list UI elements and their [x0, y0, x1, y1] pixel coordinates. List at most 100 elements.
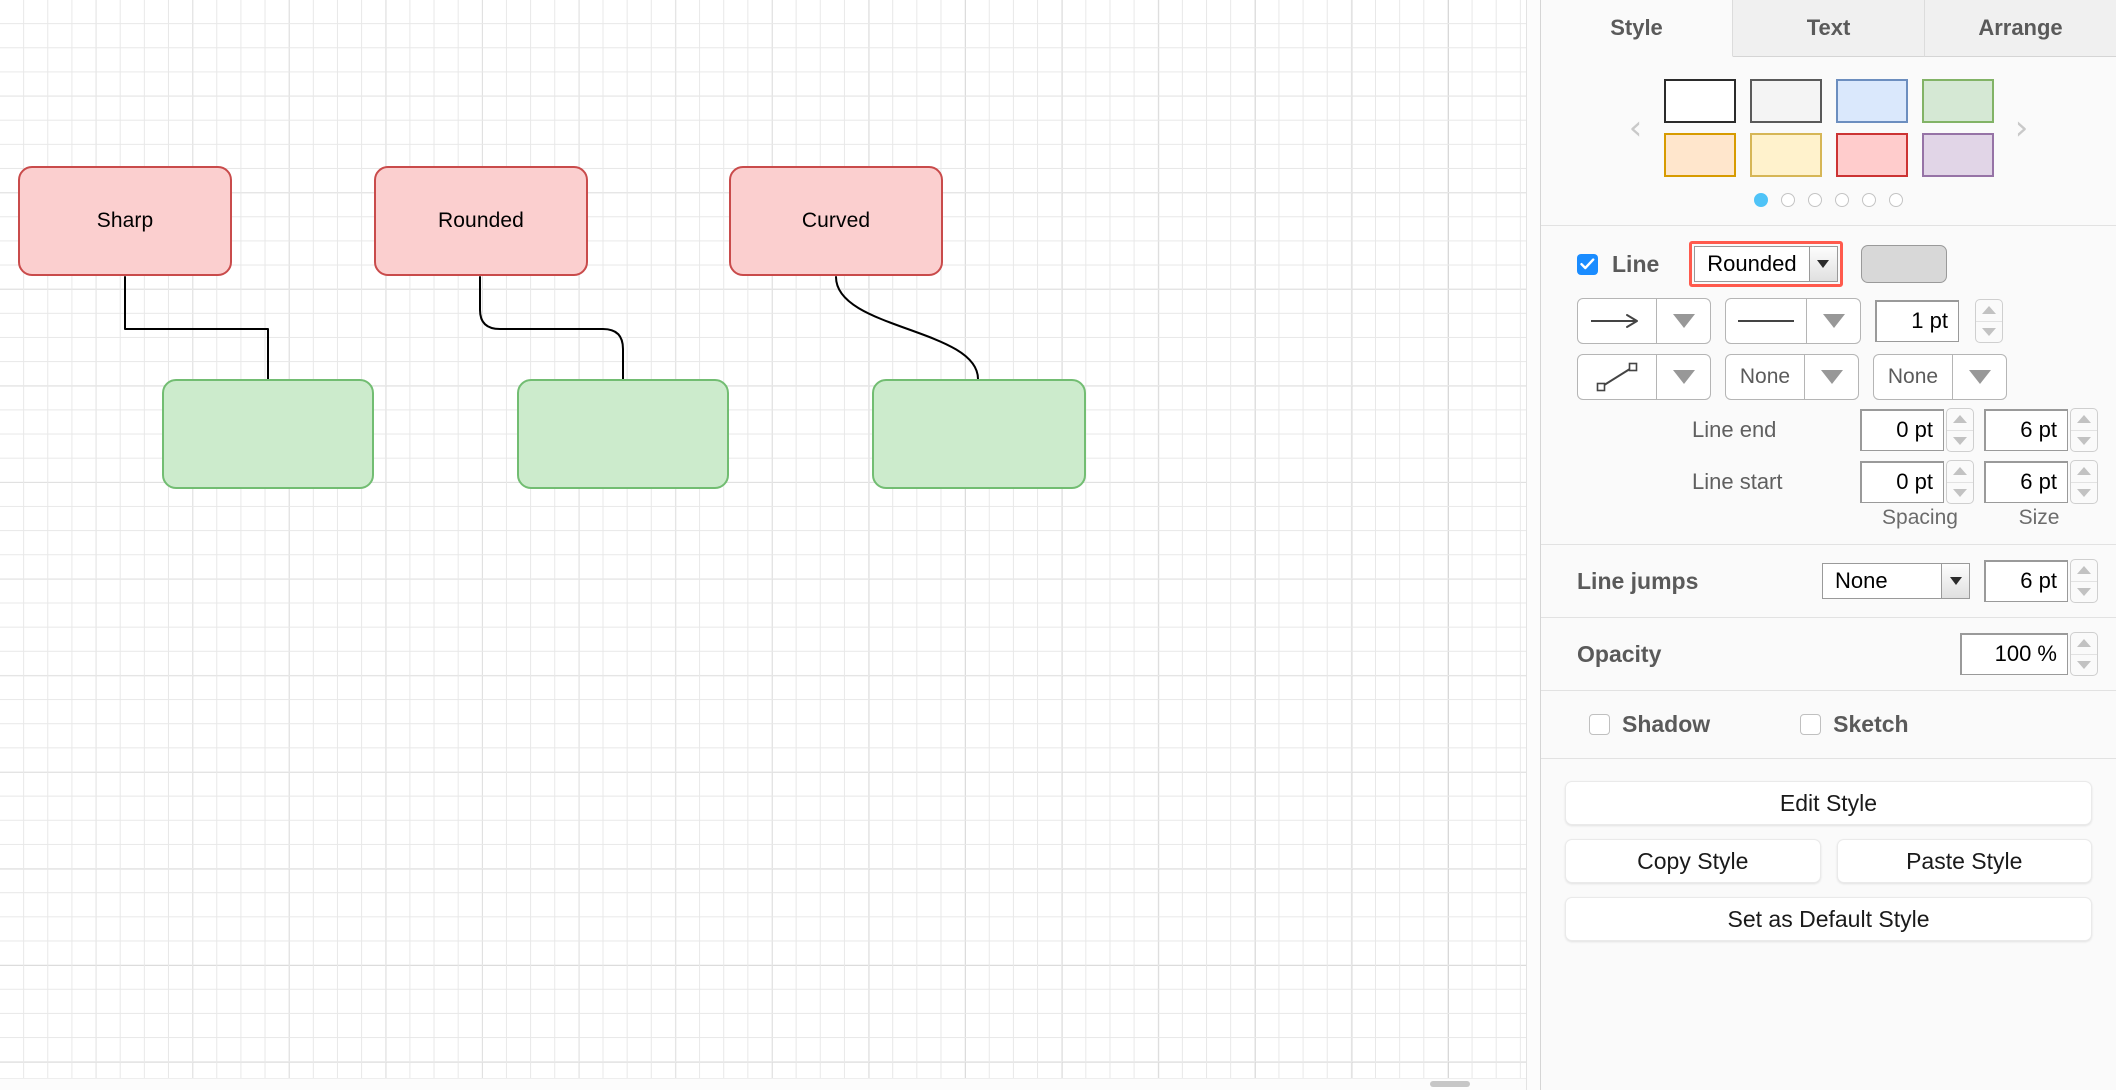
line-end-spacing-input[interactable]: 0 pt: [1860, 409, 1944, 451]
line-start-arrow-combo[interactable]: None: [1873, 354, 2007, 400]
line-end-arrow-combo[interactable]: None: [1725, 354, 1859, 400]
node-curved[interactable]: Curved: [729, 166, 943, 276]
node-label: Rounded: [438, 209, 524, 232]
line-end-size-increment[interactable]: [2071, 409, 2097, 431]
palette-row: ‹ ›: [1541, 79, 2116, 177]
line-pattern-chevron-down-icon[interactable]: [1806, 299, 1860, 343]
line-start-spacing-increment[interactable]: [1947, 461, 1973, 483]
line-width-stepper[interactable]: [1975, 299, 2003, 343]
line-start-spacing-decrement[interactable]: [1947, 483, 1973, 504]
line-width-decrement[interactable]: [1976, 322, 2002, 343]
opacity-decrement[interactable]: [2071, 655, 2097, 676]
palette-swatch-orange[interactable]: [1663, 133, 1736, 177]
line-checkbox[interactable]: [1577, 253, 1598, 275]
line-width-increment[interactable]: [1976, 300, 2002, 322]
line-label: Line: [1612, 250, 1660, 277]
opacity-input[interactable]: 100 %: [1960, 633, 2068, 675]
palette-page-dot-5[interactable]: [1862, 193, 1876, 207]
connector-rounded-connector[interactable]: [479, 276, 624, 380]
line-header-row: Line Rounded: [1541, 240, 2116, 288]
copy-style-button[interactable]: Copy Style: [1565, 839, 1821, 883]
arrow-style-combo[interactable]: [1577, 298, 1711, 344]
set-as-default-style-button[interactable]: Set as Default Style: [1565, 897, 2092, 941]
palette-swatch-violet[interactable]: [1921, 133, 1994, 177]
line-start-spacing-stepper[interactable]: [1946, 460, 1974, 504]
paste-style-button[interactable]: Paste Style: [1836, 839, 2092, 883]
line-end-size-input[interactable]: 6 pt: [1984, 409, 2068, 451]
line-start-size-stepper[interactable]: [2070, 460, 2098, 504]
line-jumps-chevron-down-icon[interactable]: [1941, 564, 1969, 598]
palette-page-dot-2[interactable]: [1781, 193, 1795, 207]
connector-curved-connector[interactable]: [835, 276, 979, 380]
line-start-size-input[interactable]: 6 pt: [1984, 461, 2068, 503]
tab-text[interactable]: Text: [1733, 0, 1925, 57]
sketch-checkbox[interactable]: [1800, 714, 1822, 735]
arrow-style-chevron-down-icon[interactable]: [1656, 299, 1710, 343]
palette-next-icon[interactable]: ›: [2014, 108, 2029, 148]
horizontal-scroll-thumb[interactable]: [1430, 1081, 1470, 1087]
line-jumps-size-stepper[interactable]: [2070, 559, 2098, 603]
line-start-arrow-value: None: [1887, 365, 1939, 388]
palette-swatch-grey[interactable]: [1749, 79, 1822, 123]
palette-swatch-grid: [1663, 79, 1994, 177]
opacity-stepper[interactable]: [2070, 632, 2098, 676]
line-start-row: Line start 0 pt 6 pt: [1541, 460, 2116, 504]
shadow-checkbox[interactable]: [1589, 714, 1610, 735]
palette-page-dot-4[interactable]: [1835, 193, 1849, 207]
node-rounded-target[interactable]: [517, 379, 729, 489]
line-width-input[interactable]: 1 pt: [1875, 300, 1959, 342]
style-actions-section: Edit Style Copy Style Paste Style Set as…: [1541, 759, 2116, 961]
palette-page-dots: [1541, 193, 2116, 207]
line-jumps-size-increment[interactable]: [2071, 560, 2097, 582]
waypoint-style-chevron-down-icon[interactable]: [1656, 355, 1710, 399]
line-start-arrow-chevron-down-icon[interactable]: [1952, 355, 2006, 399]
line-start-size-increment[interactable]: [2071, 461, 2097, 483]
line-end-size-decrement[interactable]: [2071, 431, 2097, 452]
canvas-vertical-scrollbar[interactable]: [1526, 0, 1540, 1090]
line-jumps-select[interactable]: None: [1822, 563, 1970, 599]
shadow-label: Shadow: [1622, 711, 1711, 737]
opacity-section: Opacity 100 %: [1541, 618, 2116, 691]
line-style-select[interactable]: Rounded: [1694, 246, 1838, 282]
line-jumps-size-decrement[interactable]: [2071, 582, 2097, 603]
node-sharp-target[interactable]: [162, 379, 374, 489]
diagram-canvas[interactable]: Sharp Rounded Curved: [0, 0, 1540, 1090]
palette-prev-icon[interactable]: ‹: [1628, 108, 1643, 148]
palette-swatch-green[interactable]: [1921, 79, 1994, 123]
line-end-size-stepper[interactable]: [2070, 408, 2098, 452]
canvas-horizontal-scrollbar[interactable]: [0, 1078, 1526, 1090]
palette-page-dot-1[interactable]: [1754, 193, 1768, 207]
tab-style[interactable]: Style: [1541, 0, 1733, 57]
palette-swatch-white[interactable]: [1663, 79, 1736, 123]
line-end-arrow-value: None: [1739, 365, 1791, 388]
line-end-spacing-stepper[interactable]: [1946, 408, 1974, 452]
spacing-label: Spacing: [1882, 506, 1958, 529]
line-jumps-label: Line jumps: [1577, 567, 1699, 594]
line-color-button[interactable]: [1860, 245, 1947, 283]
line-jumps-size-input[interactable]: 6 pt: [1984, 560, 2068, 602]
palette-page-dot-3[interactable]: [1808, 193, 1822, 207]
opacity-increment[interactable]: [2071, 633, 2097, 655]
node-rounded[interactable]: Rounded: [374, 166, 588, 276]
connector-sharp-connector[interactable]: [124, 276, 269, 380]
palette-swatch-blue[interactable]: [1835, 79, 1908, 123]
waypoint-style-combo[interactable]: [1577, 354, 1711, 400]
edit-style-button[interactable]: Edit Style: [1565, 781, 2092, 825]
palette-swatch-red[interactable]: [1835, 133, 1908, 177]
node-curved-target[interactable]: [872, 379, 1086, 489]
style-palette-section: ‹ ›: [1541, 57, 2116, 226]
line-end-spacing-decrement[interactable]: [1947, 431, 1973, 452]
tab-arrange[interactable]: Arrange: [1925, 0, 2116, 57]
line-end-spacing-increment[interactable]: [1947, 409, 1973, 431]
line-start-spacing-input[interactable]: 0 pt: [1860, 461, 1944, 503]
node-label: Curved: [801, 209, 871, 232]
line-end-arrow-chevron-down-icon[interactable]: [1804, 355, 1858, 399]
line-start-size-decrement[interactable]: [2071, 483, 2097, 504]
node-sharp[interactable]: Sharp: [18, 166, 232, 276]
palette-page-dot-6[interactable]: [1889, 193, 1903, 207]
palette-swatch-yellow[interactable]: [1749, 133, 1822, 177]
line-pattern-combo[interactable]: [1725, 298, 1861, 344]
line-start-label: Line start: [1692, 469, 1783, 494]
chevron-down-icon[interactable]: [1808, 247, 1837, 281]
